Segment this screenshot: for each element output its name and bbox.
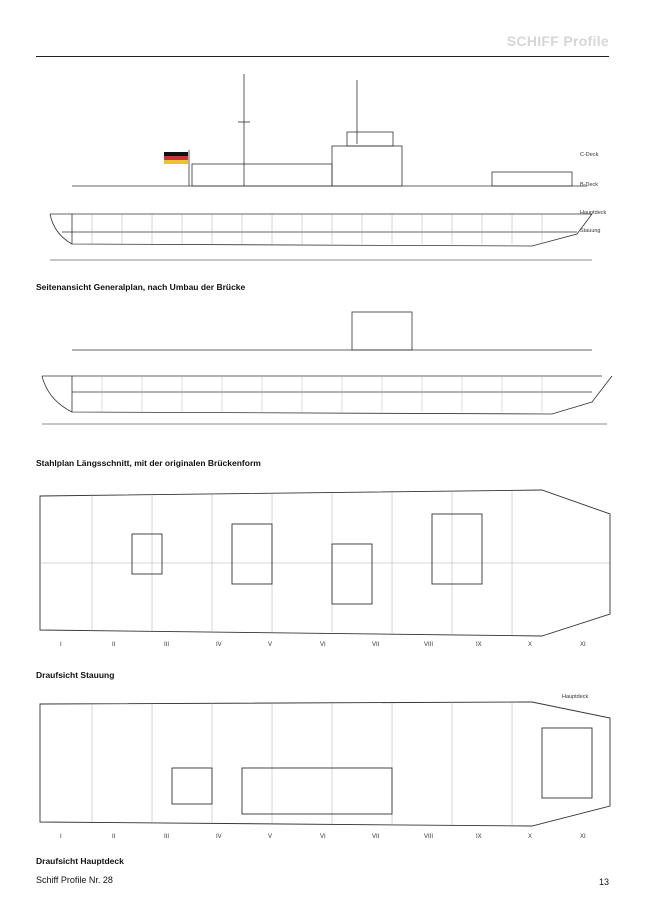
section-numeral: V	[268, 834, 272, 840]
caption-main-deck: Draufsicht Hauptdeck	[36, 856, 124, 866]
footer-publication: Schiff Profile Nr. 28	[36, 875, 113, 885]
caption-longitudinal: Stahlplan Längsschnitt, mit der original…	[36, 458, 261, 468]
section-numeral: VIII	[424, 642, 433, 648]
label-hauptdeck-plan: Hauptdeck	[562, 694, 589, 700]
stowage-section-numerals: I II III IV V VI VII VIII IX X XI	[60, 642, 586, 648]
section-numeral: V	[268, 642, 272, 648]
section-numeral: X	[528, 642, 532, 648]
header-rule	[36, 56, 609, 57]
section-numeral: XI	[580, 834, 586, 840]
page-number: 13	[598, 877, 609, 887]
section-numeral: XI	[580, 642, 586, 648]
label-stauung: Stauung	[580, 228, 601, 234]
side-view-drawing: C-Deck B-Deck Hauptdeck Stauung	[49, 74, 607, 261]
section-numeral: III	[164, 642, 169, 648]
caption-side-view: Seitenansicht Generalplan, nach Umbau de…	[36, 282, 246, 292]
main-deck-plan-drawing: Hauptdeck I II III IV V VI VII VIII IX X…	[39, 694, 611, 840]
section-numeral: IV	[216, 642, 222, 648]
label-hauptdeck: Hauptdeck	[580, 210, 607, 216]
section-numeral: I	[60, 642, 62, 648]
section-numeral: VI	[320, 834, 326, 840]
section-numeral: IV	[216, 834, 222, 840]
label-c-deck: C-Deck	[580, 152, 599, 158]
section-numeral: IX	[476, 642, 482, 648]
running-header-title: SCHIFF Profile	[506, 33, 609, 49]
section-numeral: IX	[476, 834, 482, 840]
section-numeral: VIII	[424, 834, 433, 840]
section-numeral: VII	[372, 642, 380, 648]
section-numeral: I	[60, 834, 62, 840]
stowage-plan-drawing	[39, 489, 611, 637]
section-numeral: II	[112, 642, 116, 648]
label-b-deck: B-Deck	[580, 182, 598, 188]
section-numeral: VI	[320, 642, 326, 648]
flag-icon	[164, 152, 188, 156]
longitudinal-section-drawing	[41, 311, 613, 425]
caption-stowage: Draufsicht Stauung	[36, 670, 115, 680]
section-numeral: II	[112, 834, 116, 840]
section-numeral: III	[164, 834, 169, 840]
section-numeral: X	[528, 834, 532, 840]
section-numeral: VII	[372, 834, 380, 840]
